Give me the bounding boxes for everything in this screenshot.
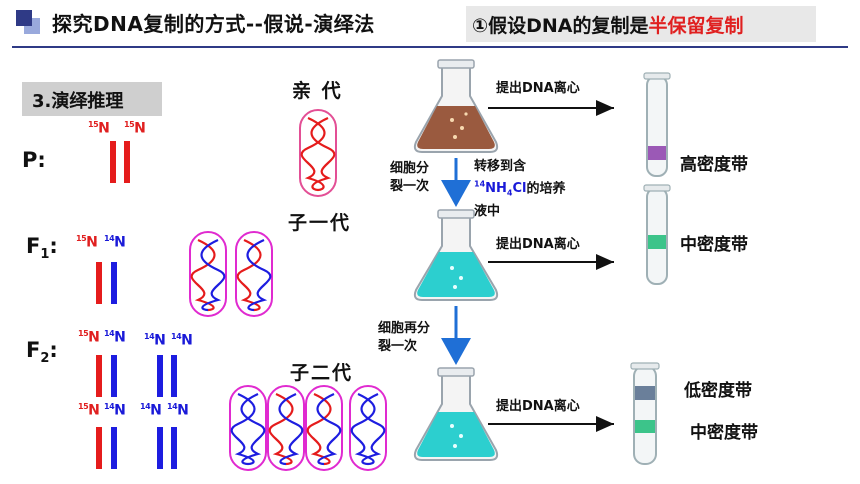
header-square-dark-icon xyxy=(16,10,32,26)
dna-strand-n14 xyxy=(171,427,177,469)
isotope-label: 14N xyxy=(104,329,126,346)
hypothesis-prefix: ①假设DNA的复制是 xyxy=(472,15,649,37)
generation-p-label: P: xyxy=(22,148,46,172)
dna-strand-n15 xyxy=(110,141,116,183)
extract-label-2: 提出DNA离心 xyxy=(496,237,580,252)
test-tube-parent xyxy=(643,72,671,177)
f1-dna-helix xyxy=(189,231,227,317)
dna-strand-n15 xyxy=(96,262,102,304)
section-box xyxy=(22,82,162,116)
generation-f2-label: F2: xyxy=(26,338,58,367)
dna-strand-n14 xyxy=(111,262,117,304)
isotope-label: 15N xyxy=(124,120,146,137)
divide1-label: 细胞分裂一次 xyxy=(390,161,430,194)
dna-strand-n15 xyxy=(96,427,102,469)
band-low xyxy=(635,386,655,400)
flask-parent xyxy=(413,59,499,153)
band-low-label: 低密度带 xyxy=(684,381,752,401)
isotope-label: 14N xyxy=(104,402,126,419)
extract-label-3: 提出DNA离心 xyxy=(496,399,580,414)
band-high-label: 高密度带 xyxy=(680,155,748,175)
page-title: 探究DNA复制的方式--假说-演绎法 xyxy=(52,12,375,36)
band-middle-2 xyxy=(635,420,655,433)
f2-dna-helix xyxy=(305,385,343,471)
parent-generation-title: 亲 代 xyxy=(292,80,343,102)
dna-strand-n15 xyxy=(96,355,102,397)
hypothesis-highlight: 半保留复制 xyxy=(648,15,744,37)
divide2-label: 细胞再分裂一次 xyxy=(378,321,431,354)
band-middle xyxy=(648,235,666,249)
extract-label-1: 提出DNA离心 xyxy=(496,81,580,96)
parent-dna-helix xyxy=(299,109,337,197)
child1-generation-title: 子一代 xyxy=(288,212,352,234)
transfer-label: 转移到含 14NH4Cl的培养 液中 xyxy=(474,159,566,219)
section-label: 3.演绎推理 xyxy=(32,91,124,112)
isotope-label: 14N xyxy=(171,332,193,349)
hypothesis-box xyxy=(466,6,816,42)
band-middle2-label: 中密度带 xyxy=(690,423,758,443)
isotope-label: 14N xyxy=(144,332,166,349)
band-middle-label: 中密度带 xyxy=(680,235,748,255)
isotope-label: 15N xyxy=(76,234,98,251)
child2-generation-title: 子二代 xyxy=(290,362,354,384)
header-divider xyxy=(12,46,848,48)
test-tube-f2 xyxy=(630,362,660,465)
dna-strand-n14 xyxy=(171,355,177,397)
f1-dna-helix xyxy=(235,231,273,317)
flask-f1 xyxy=(413,209,499,301)
f2-dna-helix xyxy=(267,385,305,471)
isotope-label: 15N xyxy=(88,120,110,137)
band-high xyxy=(648,146,666,160)
dna-strand-n14 xyxy=(111,427,117,469)
isotope-label: 15N xyxy=(78,402,100,419)
f2-dna-helix xyxy=(229,385,267,471)
dna-strand-n14 xyxy=(111,355,117,397)
isotope-label: 14N xyxy=(140,402,162,419)
isotope-label: 14N xyxy=(167,402,189,419)
flask-f2 xyxy=(413,367,499,461)
f2-dna-helix xyxy=(349,385,387,471)
dna-strand-n14 xyxy=(157,355,163,397)
dna-strand-n14 xyxy=(157,427,163,469)
hypothesis-text: ①假设DNA的复制是半保留复制 xyxy=(472,11,743,38)
isotope-label: 14N xyxy=(104,234,126,251)
isotope-label: 15N xyxy=(78,329,100,346)
generation-f1-label: F1: xyxy=(26,234,58,263)
test-tube-f1 xyxy=(643,184,671,285)
dna-strand-n15 xyxy=(124,141,130,183)
